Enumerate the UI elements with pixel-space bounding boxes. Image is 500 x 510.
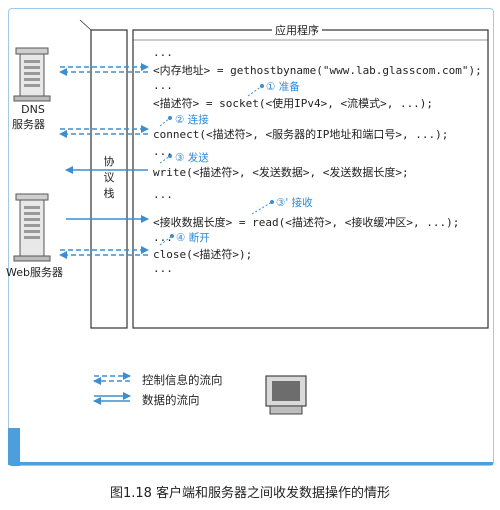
code-read: <接收数据长度> = read(<描述符>, <接收缓冲区>, ...); <box>153 216 460 229</box>
annotation-receive: ③' 接收 <box>276 197 313 209</box>
legend-control-label: 控制信息的流向 <box>142 373 223 387</box>
annotation-dot-prepare <box>260 84 264 88</box>
annotation-prepare: ① 准备 <box>266 81 300 93</box>
annotation-connector-disconnect <box>159 235 173 246</box>
application-panel-box <box>132 29 489 329</box>
code-gethostbyname: <内存地址> = gethostbyname("www.lab.glasscom… <box>153 64 482 77</box>
dns-server-icon <box>13 47 51 102</box>
code-ellipsis-2: ... <box>153 79 173 92</box>
protocol-stack-box <box>90 29 128 329</box>
code-ellipsis-3: ... <box>153 145 173 158</box>
protocol-stack-char-1: 协 <box>103 155 115 168</box>
web-server-icon <box>13 193 51 262</box>
annotation-disconnect: ④ 断开 <box>176 232 210 244</box>
protocol-stack-char-2: 议 <box>103 171 115 184</box>
protocol-stack-label: 协 议 栈 <box>102 154 116 202</box>
stack-bracket-line <box>79 19 92 31</box>
code-ellipsis-4: ... <box>153 188 173 201</box>
figure-caption: 图1.18 客户端和服务器之间收发数据操作的情形 <box>109 486 391 501</box>
annotation-connect: ② 连接 <box>175 114 209 126</box>
protocol-stack-char-3: 栈 <box>103 187 115 200</box>
code-ellipsis-5: ... <box>153 231 173 244</box>
annotation-send: ③ 发送 <box>175 152 209 164</box>
client-computer-icon <box>265 375 307 415</box>
annotation-dot-receive <box>270 200 274 204</box>
code-ellipsis-1: ... <box>153 46 173 59</box>
annotation-dot-send <box>168 154 172 158</box>
dns-server-label-line1: DNS <box>21 103 45 116</box>
frame-bottom-line <box>8 462 493 465</box>
dns-server-label-line2: 服务器 <box>12 118 45 131</box>
code-socket: <描述符> = socket(<使用IPv4>, <流模式>, ...); <box>153 97 434 110</box>
code-connect: connect(<描述符>, <服务器的IP地址和端口号>, ...); <box>153 128 449 141</box>
annotation-dot-disconnect <box>170 234 174 238</box>
code-ellipsis-6: ... <box>153 262 173 275</box>
web-server-label: Web服务器 <box>6 266 63 279</box>
annotation-dot-connect <box>168 116 172 120</box>
annotation-connector-prepare <box>247 85 263 97</box>
application-panel-title: 应用程序 <box>272 22 322 38</box>
frame-accent-bar <box>8 428 20 466</box>
code-close: close(<描述符>); <box>153 248 253 261</box>
legend-data-label: 数据的流向 <box>142 393 200 407</box>
code-write: write(<描述符>, <发送数据>, <发送数据长度>; <box>153 166 409 179</box>
